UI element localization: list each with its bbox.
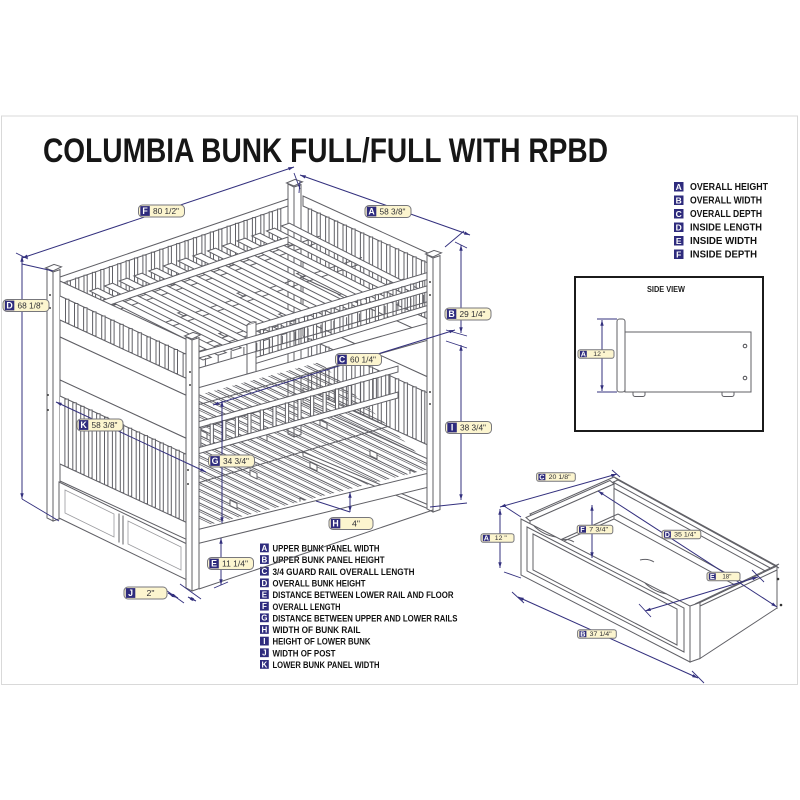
svg-text:B: B (676, 196, 682, 206)
svg-text:B: B (448, 309, 454, 319)
svg-text:B: B (580, 630, 585, 639)
svg-text:C: C (539, 473, 544, 482)
svg-text:OVERALL BUNK HEIGHT: OVERALL BUNK HEIGHT (273, 578, 366, 588)
svg-text:D: D (665, 530, 670, 539)
svg-text:D: D (6, 301, 12, 311)
svg-text:COLUMBIA BUNK FULL/FULL WITH R: COLUMBIA BUNK FULL/FULL WITH RPBD (43, 132, 608, 170)
svg-text:OVERALL DEPTH: OVERALL DEPTH (690, 208, 762, 220)
svg-text:H: H (332, 519, 338, 529)
svg-text:INSIDE DEPTH: INSIDE DEPTH (690, 249, 757, 261)
svg-text:C: C (339, 355, 346, 365)
svg-text:K: K (262, 660, 268, 669)
svg-text:E: E (211, 559, 217, 569)
svg-text:INSIDE WIDTH: INSIDE WIDTH (690, 235, 757, 247)
svg-text:I: I (263, 637, 265, 646)
svg-text:G: G (212, 456, 219, 466)
svg-text:OVERALL HEIGHT: OVERALL HEIGHT (690, 181, 768, 193)
svg-text:38 3/4": 38 3/4" (460, 424, 486, 433)
svg-text:G: G (261, 614, 267, 623)
svg-text:68 1/8": 68 1/8" (18, 302, 44, 311)
svg-text:OVERALL LENGTH: OVERALL LENGTH (273, 602, 341, 612)
svg-text:A: A (676, 182, 682, 192)
svg-text:J: J (128, 588, 133, 598)
svg-text:D: D (676, 223, 682, 233)
svg-text:C: C (676, 209, 682, 219)
svg-text:58 3/8": 58 3/8" (92, 421, 118, 430)
svg-text:C: C (262, 567, 268, 576)
svg-text:DISTANCE BETWEEN LOWER RAIL AN: DISTANCE BETWEEN LOWER RAIL AND FLOOR (273, 590, 454, 600)
svg-text:37 1/4": 37 1/4" (590, 631, 613, 638)
svg-text:F: F (262, 602, 267, 611)
svg-text:SIDE VIEW: SIDE VIEW (647, 284, 686, 294)
svg-text:B: B (262, 555, 268, 564)
svg-text:60 1/4": 60 1/4" (350, 356, 376, 365)
svg-text:J: J (262, 649, 266, 658)
svg-text:35 1/4": 35 1/4" (674, 532, 697, 539)
svg-text:UPPER BUNK PANEL WIDTH: UPPER BUNK PANEL WIDTH (273, 544, 380, 554)
svg-text:4": 4" (352, 520, 360, 529)
svg-text:12 ": 12 " (593, 351, 606, 358)
svg-text:11 1/4": 11 1/4" (222, 560, 248, 569)
svg-text:58 3/8": 58 3/8" (380, 208, 406, 217)
svg-text:H: H (262, 625, 268, 634)
svg-text:E: E (262, 590, 268, 599)
svg-text:A: A (581, 350, 586, 359)
svg-text:WIDTH OF POST: WIDTH OF POST (273, 648, 336, 658)
svg-text:29 1/4": 29 1/4" (460, 310, 486, 319)
svg-text:7 3/4": 7 3/4" (589, 527, 609, 534)
svg-text:K: K (80, 420, 87, 430)
svg-text:E: E (676, 236, 682, 246)
svg-text:DISTANCE BETWEEN UPPER AND LOW: DISTANCE BETWEEN UPPER AND LOWER RAILS (273, 613, 458, 623)
svg-text:OVERALL WIDTH: OVERALL WIDTH (690, 195, 762, 207)
svg-text:80 1/2": 80 1/2" (153, 207, 179, 216)
svg-text:A: A (484, 534, 489, 543)
svg-text:HEIGHT OF LOWER BUNK: HEIGHT OF LOWER BUNK (273, 637, 371, 647)
svg-text:INSIDE LENGTH: INSIDE LENGTH (690, 222, 762, 234)
svg-text:I: I (451, 423, 453, 433)
svg-text:D: D (262, 579, 268, 588)
svg-text:3/4 GUARD RAIL OVERALL LENGTH: 3/4 GUARD RAIL OVERALL LENGTH (273, 567, 415, 577)
svg-text:A: A (368, 207, 375, 217)
svg-text:34 3/4": 34 3/4" (223, 457, 249, 466)
svg-text:18": 18" (722, 574, 732, 581)
svg-text:LOWER BUNK PANEL WIDTH: LOWER BUNK PANEL WIDTH (273, 660, 380, 670)
svg-text:A: A (262, 544, 268, 553)
svg-text:UPPER BUNK PANEL HEIGHT: UPPER BUNK PANEL HEIGHT (273, 555, 385, 565)
svg-text:E: E (710, 572, 715, 581)
svg-text:F: F (580, 525, 585, 534)
svg-text:12 ": 12 " (495, 535, 508, 542)
svg-text:2": 2" (147, 589, 155, 598)
svg-text:F: F (142, 206, 148, 216)
svg-text:20 1/8": 20 1/8" (549, 474, 572, 481)
svg-text:F: F (676, 250, 681, 260)
svg-text:WIDTH OF BUNK RAIL: WIDTH OF BUNK RAIL (273, 625, 361, 635)
